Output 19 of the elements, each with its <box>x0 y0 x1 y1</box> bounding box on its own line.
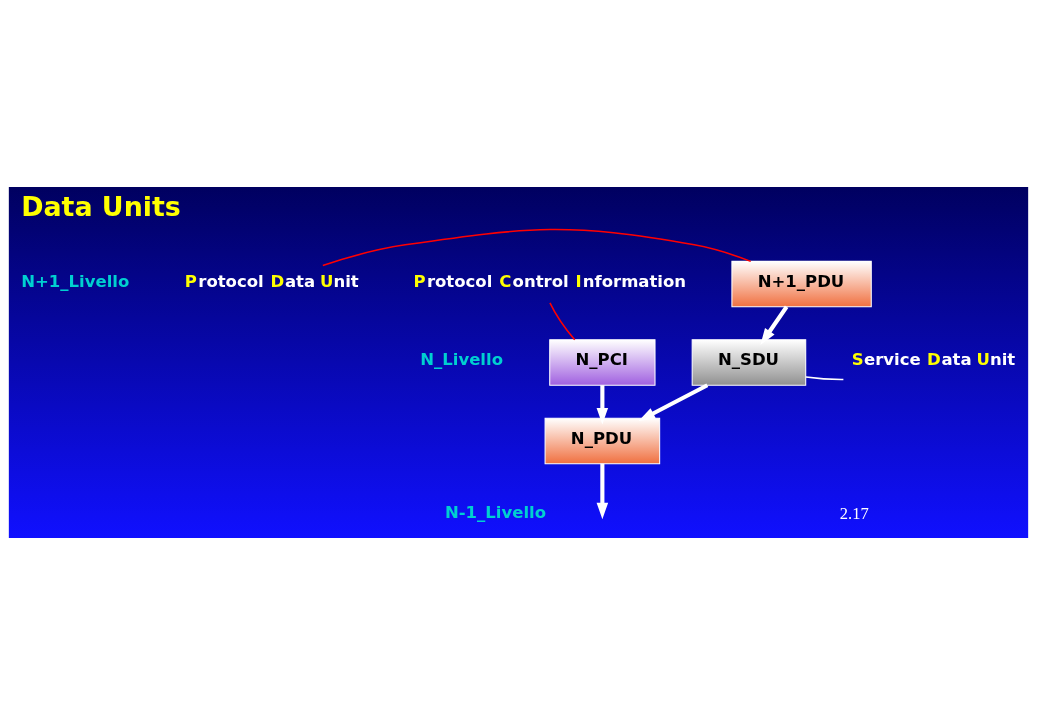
arrow <box>638 382 709 421</box>
node-box: N_PDU <box>544 417 661 464</box>
arrow <box>596 463 609 519</box>
label: N-1_Livello <box>444 502 547 522</box>
label: 2.17 <box>839 503 869 523</box>
label: N_Livello <box>420 349 504 369</box>
connector <box>805 375 845 380</box>
node-text: Service Data Unit <box>851 349 1016 369</box>
node-box: N+1_PDU <box>731 260 872 307</box>
arrow <box>596 384 609 424</box>
connector <box>549 301 576 341</box>
node-text: Protocol Control Information <box>413 271 687 291</box>
diagram-title: Data Units <box>21 190 181 222</box>
arrow <box>760 305 789 345</box>
node-text: Protocol Data Unit <box>184 271 359 291</box>
node-box: N_PCI <box>549 338 656 386</box>
label: N+1_Livello <box>21 271 130 291</box>
node-box: N_SDU <box>691 338 807 386</box>
connector <box>322 228 752 266</box>
